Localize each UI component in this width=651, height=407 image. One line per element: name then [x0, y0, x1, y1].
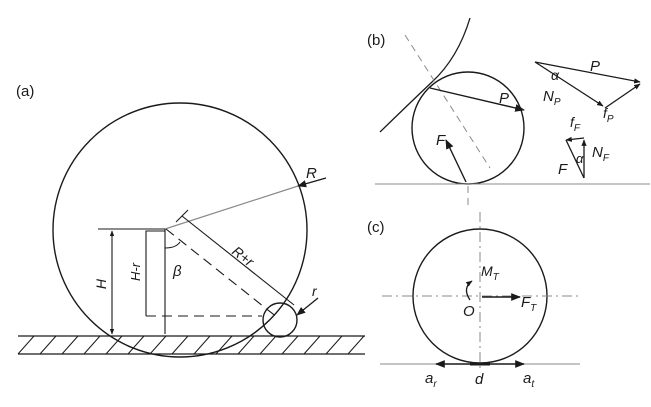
- label-H-minus-r: H-r: [128, 262, 143, 281]
- force-triangle-P: [534, 61, 641, 109]
- panel-c-label: (c): [367, 219, 385, 236]
- label-M-T: MT: [481, 263, 500, 283]
- dimension-R-plus-r: [181, 215, 295, 306]
- label-f-P: fP: [603, 105, 614, 125]
- label-alpha-F: α: [576, 151, 584, 166]
- label-d: d: [475, 371, 484, 388]
- label-P-triangle: P: [590, 58, 600, 75]
- panel-c: (c) MT O FT ar d at: [367, 212, 580, 390]
- dimension-tick-start: [175, 209, 189, 223]
- label-R-plus-r: R+r: [229, 243, 258, 271]
- radius-R-line: [164, 185, 299, 230]
- radius-R-arrow: [297, 177, 327, 188]
- label-N-P: NP: [543, 88, 561, 108]
- large-wheel: [52, 102, 308, 358]
- force-F-arrow: [445, 139, 467, 183]
- label-F-triangle: F: [558, 161, 568, 178]
- contact-surface-curve: [379, 17, 471, 133]
- label-a-t: at: [523, 370, 535, 390]
- angle-beta-arc: [164, 241, 181, 249]
- label-f-F: fF: [570, 114, 581, 134]
- label-N-F: NF: [592, 144, 610, 164]
- label-beta: β: [172, 263, 182, 280]
- force-triangle-F: [565, 136, 587, 179]
- ground-hatching: [17, 335, 365, 355]
- panel-a-label: (a): [16, 83, 34, 100]
- label-r: r: [312, 283, 318, 299]
- force-P-arrow: [429, 87, 525, 112]
- label-O: O: [463, 303, 475, 320]
- moment-M-T-arc: [465, 280, 473, 301]
- radius-r-arrow: [296, 297, 319, 316]
- label-H: H: [93, 278, 109, 289]
- label-alpha-P: α: [551, 67, 560, 83]
- panel-b-label: (b): [367, 32, 385, 49]
- panel-a: (a): [16, 83, 365, 358]
- small-obstacle: [262, 302, 298, 338]
- label-R: R: [306, 165, 317, 182]
- label-F-T: FT: [521, 294, 537, 314]
- label-P-circle: P: [499, 90, 509, 107]
- wheel-b: [411, 71, 525, 185]
- label-a-r: ar: [425, 370, 437, 390]
- panel-b: (b) P F α P NP fP fF α: [367, 17, 650, 210]
- label-F-circle: F: [436, 132, 446, 149]
- dimension-H-minus-r-box: [145, 230, 165, 316]
- contact-normal-line: [404, 34, 491, 169]
- center-to-obstacle-line: [165, 228, 279, 319]
